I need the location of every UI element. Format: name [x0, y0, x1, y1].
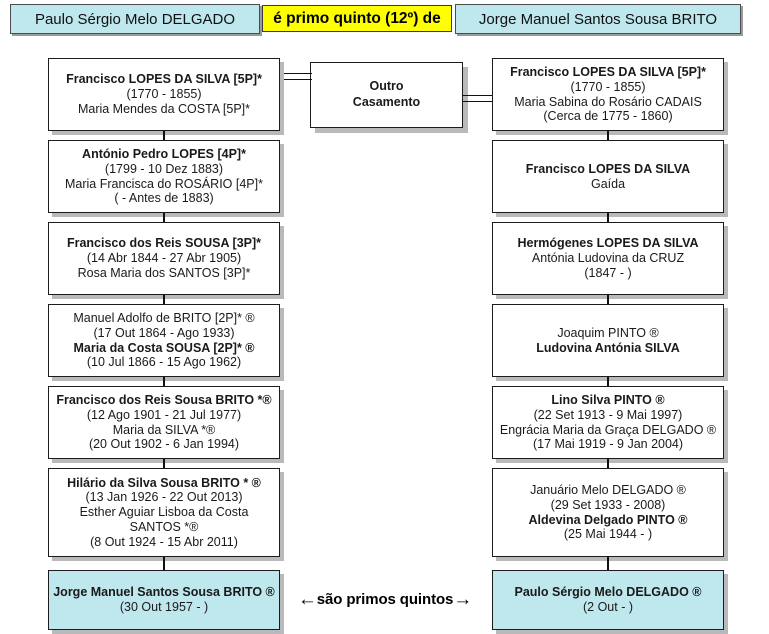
person-box-right-4[interactable]: Joaquim PINTO ®Ludovina Antónia SILVA	[492, 304, 724, 377]
person-name: Manuel Adolfo de BRITO [2P]* ®	[73, 311, 255, 325]
header-right-person: Jorge Manuel Santos Sousa BRITO	[455, 4, 741, 34]
person-dates: (22 Set 1913 - 9 Mai 1997)	[533, 407, 683, 422]
person-name: Lino Silva PINTO ®	[551, 393, 665, 407]
person-box-left-6[interactable]: Hilário da Silva Sousa BRITO * ®(13 Jan …	[48, 468, 280, 557]
spouse-name: Engrácia Maria da Graça DELGADO ®	[499, 422, 717, 437]
person-name: Francisco LOPES DA SILVA [5P]*	[66, 72, 262, 87]
spouse-name: Maria Francisca do ROSÁRIO [4P]*	[65, 176, 263, 191]
spouse-dates: (8 Out 1924 - 15 Abr 2011)	[90, 534, 238, 549]
person-dates: (14 Abr 1844 - 27 Abr 1905)	[86, 251, 242, 266]
spouse-name: Maria Mendes da COSTA [5P]*	[77, 101, 251, 116]
connector-right-3-to-4	[607, 295, 609, 304]
connector-left-1-to-2	[163, 131, 165, 140]
spouse-name: Esther Aguiar Lisboa da Costa SANTOS *®	[79, 505, 249, 534]
spouse-dates: (1847 - )	[584, 265, 632, 280]
person-dates: (1799 - 10 Dez 1883)	[104, 161, 224, 176]
outro-casamento-line2: Casamento	[352, 95, 421, 109]
spouse-name: Aldevina Delgado PINTO ®	[528, 512, 688, 527]
person-name: Januário Melo DELGADO ®	[530, 483, 686, 497]
person-name: Francisco dos Reis SOUSA [3P]*	[66, 236, 262, 251]
connector-right-1-to-2	[607, 131, 609, 140]
connector-right-2-to-3	[607, 213, 609, 222]
person-dates: (12 Ago 1901 - 21 Jul 1977)	[86, 407, 242, 422]
bottom-relation-label: são primos quintos	[316, 590, 454, 608]
connector-left-2-to-3	[163, 213, 165, 222]
person-box-left-2[interactable]: António Pedro LOPES [4P]*(1799 - 10 Dez …	[48, 140, 280, 213]
person-box-right-5[interactable]: Lino Silva PINTO ®(22 Set 1913 - 9 Mai 1…	[492, 386, 724, 459]
header-relation-badge: é primo quinto (12º) de	[262, 5, 452, 32]
person-name: Jorge Manuel Santos Sousa BRITO ®	[53, 585, 275, 600]
header-left-person: Paulo Sérgio Melo DELGADO	[10, 4, 260, 34]
person-name: Joaquim PINTO ®	[557, 325, 659, 340]
header-left-person-label: Paulo Sérgio Melo DELGADO	[34, 10, 236, 28]
person-name: António Pedro LOPES [4P]*	[82, 147, 246, 161]
person-dates: (13 Jan 1926 - 22 Out 2013)	[85, 490, 243, 505]
connector-left-to-outro-a	[280, 73, 312, 75]
spouse-dates: ( - Antes de 1883)	[114, 191, 214, 206]
spouse-dates: (10 Jul 1866 - 15 Ago 1962)	[86, 355, 242, 370]
header-relation-label: é primo quinto (12º) de	[273, 9, 441, 27]
person-dates: (1770 - 1855)	[570, 79, 646, 94]
connector-right-4-to-5	[607, 377, 609, 386]
spouse-name: Antónia Ludovina da CRUZ	[531, 251, 685, 266]
spouse-name: Maria da SILVA *®	[112, 422, 216, 437]
connector-left-6-to-7	[163, 557, 165, 570]
connector-right-6-to-7	[607, 557, 609, 570]
person-name: Hermógenes LOPES DA SILVA	[517, 236, 699, 251]
outro-casamento-line1: Outro	[369, 79, 404, 94]
person-dates: (1770 - 1855)	[126, 87, 202, 102]
spouse-name: Ludovina Antónia SILVA	[536, 340, 680, 355]
person-box-left-5[interactable]: Francisco dos Reis Sousa BRITO *®(12 Ago…	[48, 386, 280, 459]
left-arrow-icon: ←	[297, 588, 317, 610]
person-box-right-1[interactable]: Francisco LOPES DA SILVA [5P]*(1770 - 18…	[492, 58, 724, 131]
spouse-dates: (Cerca de 1775 - 1860)	[543, 109, 673, 124]
spouse-dates: (17 Mai 1919 - 9 Jan 2004)	[532, 437, 684, 452]
person-dates: (2 Out - )	[582, 600, 633, 614]
spouse-name: Gaída	[590, 176, 626, 191]
connector-left-to-outro-b	[280, 79, 312, 81]
spouse-name: Maria Sabina do Rosário CADAIS	[514, 94, 702, 109]
bottom-relation: ← são primos quintos →	[290, 586, 480, 612]
person-name: Paulo Sérgio Melo DELGADO ®	[514, 585, 702, 600]
spouse-name: Maria da Costa SOUSA [2P]* ®	[73, 340, 255, 355]
spouse-dates: (20 Out 1902 - 6 Jan 1994)	[88, 437, 240, 452]
person-dates: (29 Set 1933 - 2008)	[550, 497, 666, 512]
person-name: Francisco LOPES DA SILVA [5P]*	[510, 65, 706, 79]
person-dates: (17 Out 1864 - Ago 1933)	[93, 325, 235, 340]
person-box-left-7[interactable]: Jorge Manuel Santos Sousa BRITO ®(30 Out…	[48, 570, 280, 630]
person-box-left-1[interactable]: Francisco LOPES DA SILVA [5P]*(1770 - 18…	[48, 58, 280, 131]
person-box-left-4[interactable]: Manuel Adolfo de BRITO [2P]* ®(17 Out 18…	[48, 304, 280, 377]
person-name: Francisco dos Reis Sousa BRITO *®	[56, 393, 272, 407]
person-name: Francisco LOPES DA SILVA	[525, 161, 691, 176]
connector-left-5-to-6	[163, 459, 165, 468]
connector-outro-to-right-b	[462, 101, 497, 103]
person-box-right-6[interactable]: Januário Melo DELGADO ®(29 Set 1933 - 20…	[492, 468, 724, 557]
person-box-right-7[interactable]: Paulo Sérgio Melo DELGADO ®(2 Out - )	[492, 570, 724, 630]
spouse-dates: (25 Mai 1944 - )	[563, 527, 653, 542]
connector-left-3-to-4	[163, 295, 165, 304]
outro-casamento-box[interactable]: Outro Casamento	[310, 62, 463, 128]
connector-left-4-to-5	[163, 377, 165, 386]
person-dates: (30 Out 1957 - )	[119, 600, 209, 614]
right-arrow-icon: →	[453, 588, 473, 610]
person-box-left-3[interactable]: Francisco dos Reis SOUSA [3P]*(14 Abr 18…	[48, 222, 280, 295]
connector-right-5-to-6	[607, 459, 609, 468]
header-right-person-label: Jorge Manuel Santos Sousa BRITO	[478, 10, 718, 28]
spouse-name: Rosa Maria dos SANTOS [3P]*	[77, 265, 251, 280]
person-name: Hilário da Silva Sousa BRITO * ®	[67, 475, 261, 490]
connector-outro-to-right-a	[462, 95, 497, 97]
